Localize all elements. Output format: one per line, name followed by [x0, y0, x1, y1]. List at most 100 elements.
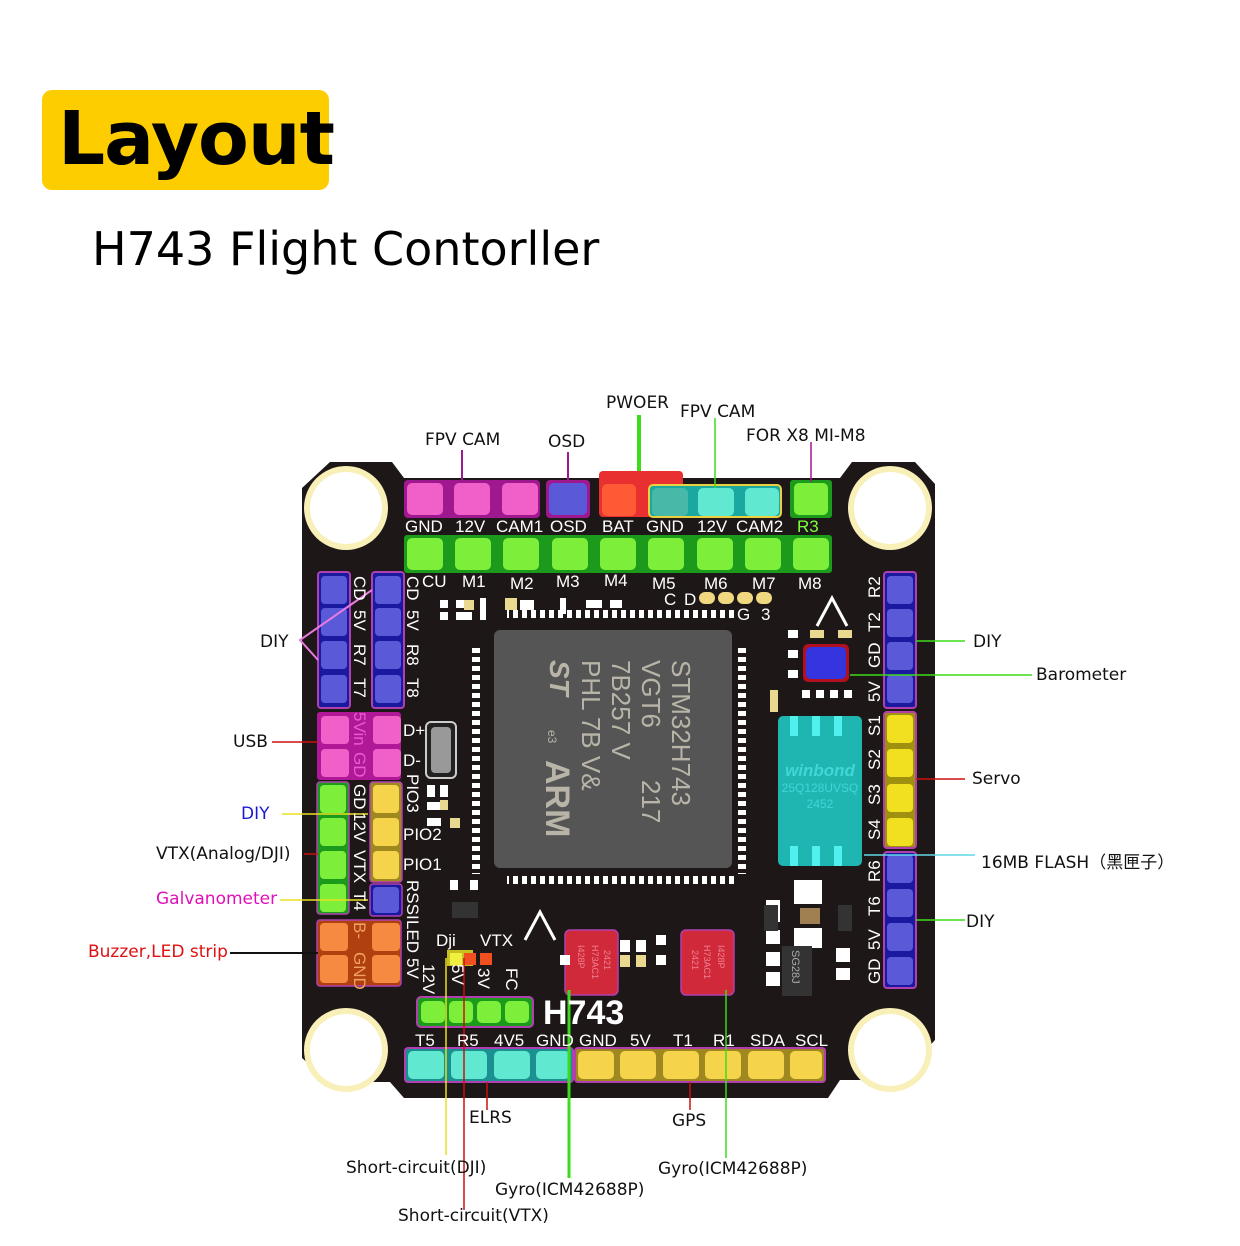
w5-component-1: [764, 905, 778, 931]
e3-mark: e3: [545, 730, 559, 744]
jumper-label-3v: 3V: [474, 968, 493, 989]
pin-label-rssi: RSSI: [403, 880, 422, 920]
pin-label-r1: R1: [713, 1031, 735, 1050]
svg-text:I428P: I428P: [716, 945, 726, 969]
svg-text:I428P: I428P: [576, 945, 586, 969]
callout-buzzer-led: Buzzer,LED strip: [88, 942, 228, 962]
st-logo: ST: [544, 660, 575, 699]
pin-label-m8: M8: [798, 574, 822, 593]
flash-code: 2452: [807, 797, 834, 811]
pin-label-m2: M2: [510, 574, 534, 593]
pin-label-s2: S2: [865, 749, 884, 770]
svg-text:H73AC1: H73AC1: [702, 945, 712, 979]
jumper-label-dji: Dji: [436, 931, 456, 950]
pin-label-bottom-gnd-2: GND: [579, 1031, 617, 1050]
pin-label-r7: R7: [350, 644, 369, 666]
pin-label-t6: T6: [865, 896, 884, 916]
mcu-line-5: 217: [636, 780, 666, 823]
board-name: H743: [543, 994, 625, 1032]
callout-galvanometer: Galvanometer: [156, 889, 278, 909]
pin-label-vtx-gd: GD: [350, 784, 369, 810]
pin-label-c: C: [664, 590, 677, 609]
pin-label-bottom-5v: 5V: [630, 1031, 651, 1050]
callout-vtx: VTX(Analog/DJI): [156, 844, 291, 864]
sg28j-chip: [782, 946, 812, 996]
pin-label-bottom-gnd-1: GND: [536, 1031, 574, 1050]
flash-chip: winbond 25Q128UVSQ 2452: [778, 716, 862, 866]
pin-label-gnd-2: GND: [646, 517, 684, 536]
pin-label-t7: T7: [350, 678, 369, 698]
pin-label-bat: BAT: [602, 517, 634, 536]
smd-components: [427, 598, 852, 986]
pin-label-scl: SCL: [795, 1031, 829, 1050]
flash-part: 25Q128UVSQ: [782, 781, 859, 795]
pin-label-d-plus: D+: [403, 721, 426, 740]
pin-label-r6: R6: [865, 860, 884, 882]
pin-label-t8: T8: [403, 678, 422, 698]
left-outer-uart7: [317, 571, 351, 709]
motor-pads: [407, 538, 829, 570]
left-inner-uart8: [371, 571, 405, 709]
pin-label-r5: R5: [457, 1031, 479, 1050]
vtx-jumper: [464, 953, 476, 965]
callout-gps: GPS: [672, 1111, 707, 1131]
pin-label-cam2: CAM2: [736, 517, 784, 536]
callout-flash: 16MB FLASH（黑匣子）: [981, 853, 1175, 873]
callout-gyro-2: Gyro(ICM42688P): [658, 1159, 808, 1179]
chevron-icon-bottom: [523, 908, 557, 941]
callout-usb: USB: [233, 732, 268, 752]
elrs-connector: [404, 1047, 574, 1083]
servo-connector: [883, 711, 917, 849]
mcu-chip: STM32H743 VGT6 7B257 V PHL 7B V& 217 ST …: [472, 610, 746, 884]
vtx-connector: [316, 781, 350, 915]
pin-label-cam1: CAM1: [496, 517, 544, 536]
mcu-line-2: VGT6: [636, 660, 666, 728]
pin-label-t5: T5: [415, 1031, 435, 1050]
pin-label-m6: M6: [704, 574, 728, 593]
pin-label-4v5: 4V5: [494, 1031, 525, 1050]
pin-label-g: G: [737, 605, 751, 624]
sg28j-label: SG28J: [789, 950, 801, 984]
callout-barometer: Barometer: [1036, 665, 1127, 685]
mounting-holes: [304, 466, 932, 1092]
pin-label-vtx-12v: 12V: [350, 812, 369, 843]
pin-label-led: LED: [403, 920, 422, 954]
pin-label-osd: OSD: [550, 517, 587, 536]
gyro-chip-1: I428P H73AC1 2421: [564, 929, 619, 996]
cdg3-pads: [699, 592, 772, 604]
callout-diy-right-bottom: DIY: [966, 912, 995, 932]
pin-label-usb-gd: GD: [350, 752, 369, 778]
w5-component-2: [838, 905, 852, 931]
mcu-line-4: PHL 7B V&: [576, 660, 606, 791]
svg-text:H73AC1: H73AC1: [590, 945, 600, 979]
pin-label-3: 3: [761, 605, 771, 624]
pin-label-right-gd: GD: [865, 642, 884, 669]
pin-label-t2: T2: [865, 612, 884, 632]
callout-servo: Servo: [972, 769, 1021, 789]
pin-label-r2: R2: [865, 576, 884, 598]
pin-label-s4: S4: [865, 819, 884, 840]
pin-label-b-minus: B-: [350, 922, 369, 939]
pin-label-gnd-1: GND: [405, 517, 443, 536]
pin-label-12v-2: 12V: [697, 517, 728, 536]
svg-text:2421: 2421: [602, 950, 612, 970]
callout-power: PWOER: [606, 393, 669, 413]
pin-label-cu: CU: [422, 572, 447, 591]
pin-label-vtx: VTX: [350, 850, 369, 884]
pin-label-5vin: 5Vin: [350, 712, 369, 746]
pin-label-m5: M5: [652, 574, 676, 593]
pin-label-s1: S1: [865, 715, 884, 736]
pin-label-t1: T1: [673, 1031, 693, 1050]
gyro-chip-2: I428P H73AC1 2421: [680, 929, 735, 996]
pin-label-s3: S3: [865, 784, 884, 805]
leader-lines: [230, 415, 1032, 1210]
callout-diy-left-mid: DIY: [241, 804, 270, 824]
callout-fpv-cam-1: FPV CAM: [425, 430, 501, 450]
callout-fpv-cam-2: FPV CAM: [680, 402, 756, 422]
pin-label-pio3: PIO3: [403, 774, 422, 813]
pin-label-r-5v2: 5V: [865, 929, 884, 950]
pin-label-buzzer-gnd: GND: [350, 952, 369, 990]
callout-diy-right-top: DIY: [973, 632, 1002, 652]
callout-short-dji: Short-circuit(DJI): [346, 1158, 487, 1178]
